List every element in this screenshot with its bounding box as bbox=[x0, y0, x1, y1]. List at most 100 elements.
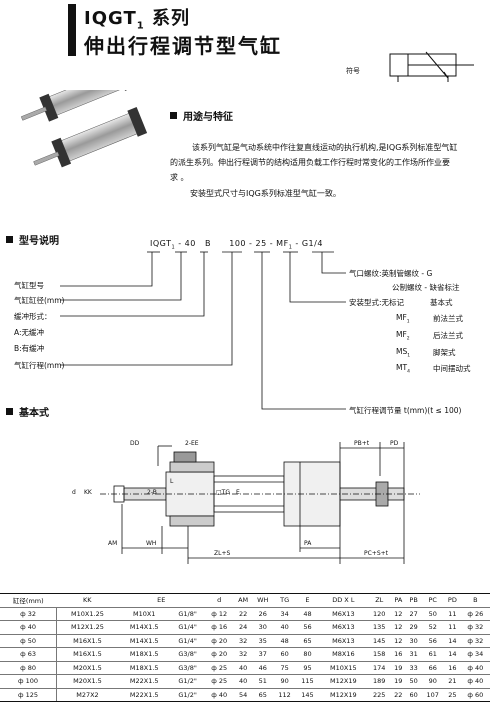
table-cell: 16 bbox=[390, 647, 406, 662]
table-header: PA bbox=[390, 593, 406, 608]
table-cell: 107 bbox=[421, 687, 445, 702]
code-port: G1/4 bbox=[301, 239, 323, 248]
code-mount: MF1 bbox=[276, 239, 293, 251]
table-cell: 40 bbox=[233, 660, 253, 675]
table-cell: M6X13 bbox=[318, 633, 368, 648]
table-header: PD bbox=[444, 593, 461, 608]
table-cell: 56 bbox=[421, 633, 445, 648]
table-cell: ф 63 bbox=[0, 647, 58, 662]
table-cell: 80 bbox=[296, 647, 319, 662]
table-cell: M6X13 bbox=[318, 620, 368, 635]
table-cell: 56 bbox=[296, 620, 319, 635]
symbol-label: 符号 bbox=[346, 67, 360, 75]
label-stroke: 气缸行程(mm) bbox=[14, 361, 65, 370]
code-cushion: B bbox=[204, 239, 211, 248]
table-cell: 145 bbox=[296, 687, 319, 702]
table-cell: 14 bbox=[444, 633, 461, 648]
label-model: 气缸型号 bbox=[14, 281, 44, 290]
usage-para2: 安装型式尺寸与IQG系列标准型气缸一致。 bbox=[190, 189, 341, 198]
label-cushion: 缓冲形式： bbox=[14, 312, 52, 321]
dim-DD: DD bbox=[130, 440, 140, 447]
table-cell: M18X1.5 bbox=[117, 660, 171, 675]
table-cell: M12X1.25 bbox=[56, 620, 118, 635]
cylinder-symbol bbox=[389, 51, 474, 82]
table-cell: 32 bbox=[233, 633, 253, 648]
table-cell: 112 bbox=[273, 687, 297, 702]
table-cell: 60 bbox=[273, 647, 297, 662]
table-cell: G1/4" bbox=[170, 620, 205, 635]
label-adjust: 气缸行程调节量 t(mm)(t ≤ 100) bbox=[349, 406, 462, 415]
model-code: IQGT1 - 40 B 100 - 25 - MF1 - G1/4 bbox=[150, 239, 323, 251]
table-cell: M8X16 bbox=[318, 647, 368, 662]
table-cell: 50 bbox=[405, 674, 422, 689]
table-cell: 60 bbox=[405, 687, 422, 702]
table-header: ZL bbox=[367, 593, 391, 608]
table-cell: 120 bbox=[367, 606, 391, 621]
table-cell: ф 125 bbox=[0, 687, 58, 702]
table-cell: M22X1.5 bbox=[117, 687, 171, 702]
table-cell: 11 bbox=[444, 606, 461, 621]
table-cell: 225 bbox=[367, 687, 391, 702]
table-cell: M16X1.5 bbox=[56, 633, 118, 648]
mount-option-code: MF2 bbox=[396, 330, 410, 342]
table-cell: G1/8" bbox=[170, 606, 205, 621]
table-cell: 52 bbox=[421, 620, 445, 635]
table-header-row: 缸径(mm) KK EE d AM WH TG E DD X L ZL PA P… bbox=[0, 593, 490, 608]
table-cell: 29 bbox=[405, 620, 422, 635]
mount-option-name: 后法兰式 bbox=[433, 331, 463, 340]
table-cell: ф 26 bbox=[460, 606, 490, 621]
usage-heading: 用途与特征 bbox=[170, 108, 233, 123]
table-cell: M20X1.5 bbox=[56, 660, 118, 675]
dim-PB: PB+t bbox=[354, 440, 370, 447]
table-cell: 135 bbox=[367, 620, 391, 635]
label-cushion-a: A:无缓冲 bbox=[14, 328, 45, 337]
table-cell: 12 bbox=[390, 606, 406, 621]
table-cell: ф 20 bbox=[204, 647, 234, 662]
table-cell: 46 bbox=[252, 660, 274, 675]
table-cell: 16 bbox=[444, 660, 461, 675]
table-cell: 37 bbox=[252, 647, 274, 662]
table-cell: 48 bbox=[273, 633, 297, 648]
table-cell: M22X1.5 bbox=[117, 674, 171, 689]
label-port: 气口螺纹:英制管螺纹 - G bbox=[349, 269, 433, 278]
dim-ZL: ZL+S bbox=[214, 550, 231, 557]
usage-para1-line1: 该系列气缸是气动系统中作往复直线运动的执行机构,是IQG系列标准型气缸 bbox=[192, 143, 458, 152]
table-header: 缸径(mm) bbox=[0, 593, 57, 608]
table-cell: 32 bbox=[233, 647, 253, 662]
table-cell: 90 bbox=[421, 674, 445, 689]
table-cell: ф 60 bbox=[460, 687, 490, 702]
table-cell: 22 bbox=[233, 606, 253, 621]
mount-option-name: 脚架式 bbox=[433, 348, 456, 357]
dim-PC: PC+S+t bbox=[364, 550, 389, 557]
table-cell: ф 50 bbox=[0, 633, 58, 648]
dim-2B: 2-B bbox=[147, 489, 157, 496]
mount-option-name: 中间摆动式 bbox=[433, 364, 471, 373]
table-cell: 30 bbox=[252, 620, 274, 635]
dim-TG: □TG bbox=[216, 489, 230, 496]
table-cell: M6X13 bbox=[318, 606, 368, 621]
table-cell: M14X1.5 bbox=[117, 633, 171, 648]
table-cell: 40 bbox=[233, 674, 253, 689]
table-cell: 21 bbox=[444, 674, 461, 689]
table-cell: ф 40 bbox=[460, 674, 490, 689]
table-cell: 22 bbox=[390, 687, 406, 702]
dim-L: L bbox=[170, 478, 174, 485]
table-cell: G1/2" bbox=[170, 674, 205, 689]
code-model: IQGT1 bbox=[150, 239, 176, 251]
table-cell: 30 bbox=[405, 633, 422, 648]
model-desc-heading: 型号说明 bbox=[6, 232, 59, 247]
table-header: WH bbox=[252, 593, 274, 608]
table-header: TG bbox=[273, 593, 297, 608]
table-cell: 75 bbox=[273, 660, 297, 675]
dim-WH: WH bbox=[146, 540, 157, 547]
table-cell: 33 bbox=[405, 660, 422, 675]
label-mount-basic: 基本式 bbox=[430, 298, 453, 307]
usage-para1-line3: 求 。 bbox=[170, 173, 189, 182]
table-header: B bbox=[460, 593, 490, 608]
